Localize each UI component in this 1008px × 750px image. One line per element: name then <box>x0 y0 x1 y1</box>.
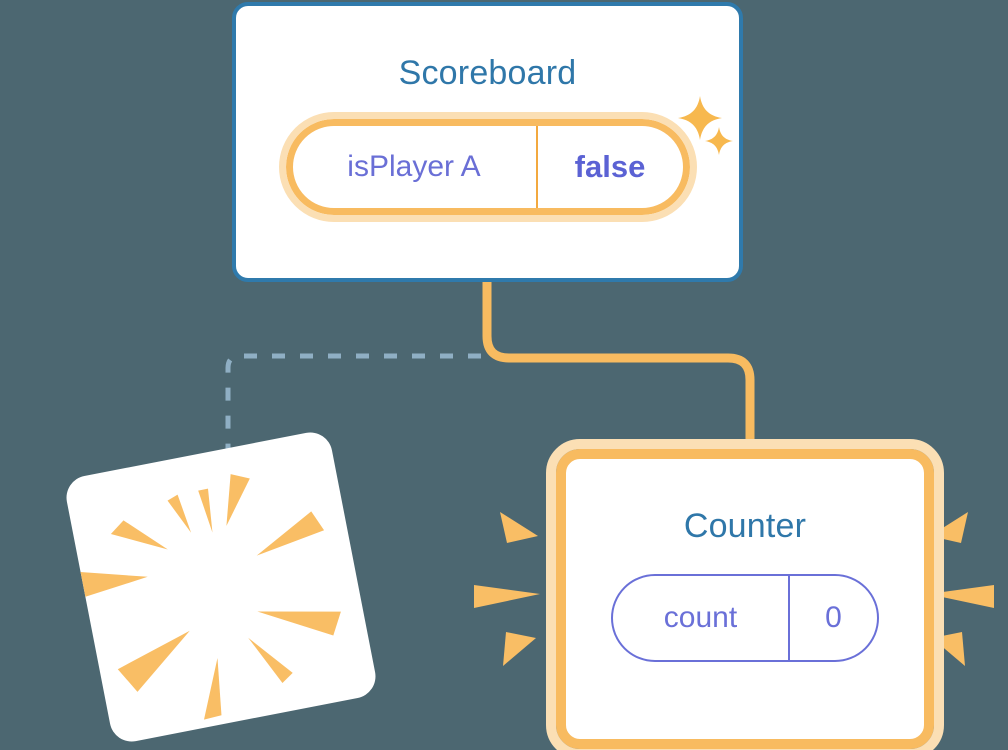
counter-state-pill[interactable]: count 0 <box>611 574 879 662</box>
counter-state-key: count <box>613 576 790 660</box>
flash-ray-s <box>204 657 222 720</box>
flash-ray-nne <box>226 474 250 526</box>
counter-state-value: 0 <box>825 601 842 634</box>
scoreboard-card[interactable]: Scoreboard isPlayer A false <box>232 2 743 282</box>
flash-ray-w <box>78 571 148 598</box>
edge-scoreboard-to-flash-card <box>225 353 481 470</box>
counter-title: Counter <box>683 507 807 545</box>
flash-ray-ne <box>256 511 325 556</box>
scoreboard-state-pill[interactable]: isPlayer A false <box>278 112 697 222</box>
flash-ray-nnw <box>167 494 192 533</box>
scoreboard-state-key: isPlayer A <box>293 126 538 208</box>
flash-ray-se <box>248 637 293 684</box>
edge-scoreboard-to-counter <box>482 280 755 462</box>
scoreboard-state-row: isPlayer A false <box>236 93 739 222</box>
flash-ray-n <box>198 488 213 533</box>
flash-card-rays <box>78 474 341 720</box>
flash-ray-nw <box>110 520 168 550</box>
flash-card[interactable] <box>62 428 380 746</box>
scoreboard-state-value: false <box>574 149 646 184</box>
flash-ray-e <box>257 611 341 636</box>
scoreboard-title: Scoreboard <box>398 54 577 92</box>
counter-card[interactable]: Counter count 0 <box>546 439 944 750</box>
counter-state-row: count 0 <box>566 546 924 662</box>
flash-ray-sw <box>117 630 190 692</box>
